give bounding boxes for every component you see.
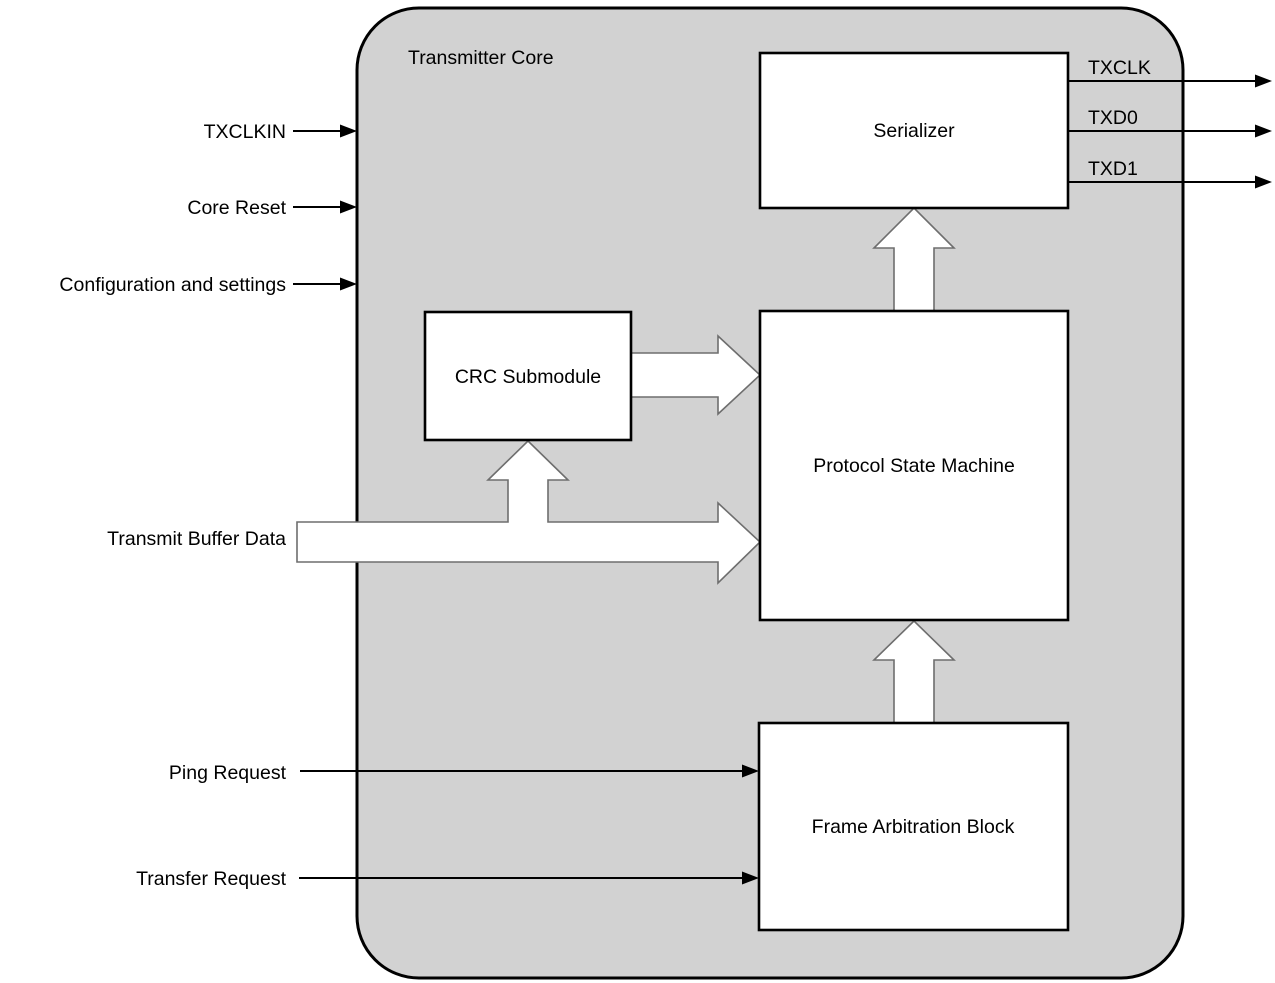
block-label-crc-submodule: CRC Submodule bbox=[455, 366, 601, 388]
input-label-txclkin: TXCLKIN bbox=[204, 121, 286, 143]
input-label-transmit-buffer-data: Transmit Buffer Data bbox=[107, 528, 286, 550]
block-label-serializer: Serializer bbox=[873, 120, 955, 142]
output-label-txclk: TXCLK bbox=[1088, 57, 1151, 79]
block-arrow-transmit-buffer-data bbox=[296, 439, 762, 585]
block-protocol-state-machine bbox=[758, 309, 1070, 622]
input-label-transfer-request: Transfer Request bbox=[136, 868, 287, 890]
block-serializer bbox=[758, 51, 1070, 210]
block-arrow-fab-to-psm bbox=[872, 619, 956, 724]
block-frame-arbitration bbox=[757, 721, 1070, 932]
block-arrow-crc-to-psm bbox=[630, 334, 762, 416]
output-label-txd0: TXD0 bbox=[1088, 107, 1138, 129]
output-label-txd1: TXD1 bbox=[1088, 158, 1138, 180]
diagram-title: Transmitter Core bbox=[408, 47, 554, 69]
input-label-core-reset: Core Reset bbox=[187, 197, 286, 219]
block-label-protocol-state-machine: Protocol State Machine bbox=[813, 455, 1015, 477]
block-crc-submodule bbox=[423, 310, 633, 442]
input-label-configuration: Configuration and settings bbox=[59, 274, 286, 296]
input-label-ping-request: Ping Request bbox=[169, 762, 287, 784]
block-label-frame-arbitration: Frame Arbitration Block bbox=[812, 816, 1015, 838]
block-arrow-psm-to-serializer bbox=[872, 206, 956, 312]
